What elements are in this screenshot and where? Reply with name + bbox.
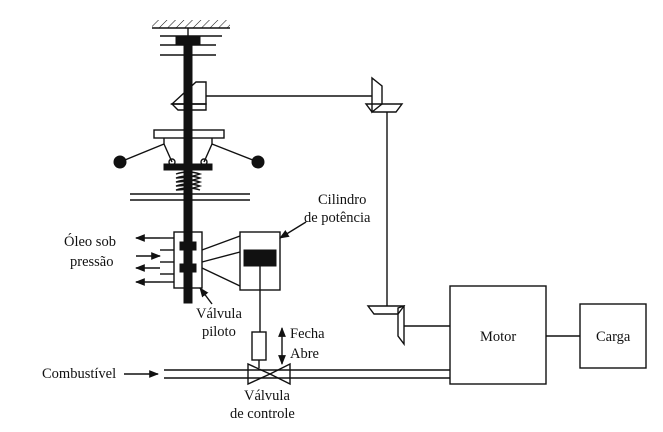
- label-cilindro-line1: Cilindro: [318, 192, 366, 208]
- label-oleo-line1: Óleo sob: [64, 233, 116, 250]
- label-valvula-piloto-line2: piloto: [202, 324, 236, 340]
- governor-spindle: [183, 44, 193, 304]
- label-carga: Carga: [596, 329, 631, 345]
- pilot-valve: [160, 231, 203, 289]
- label-abre: Abre: [290, 346, 319, 362]
- oil-flow-arrows: [135, 234, 161, 286]
- label-cilindro-line2: de potência: [304, 210, 371, 226]
- control-valve: [247, 362, 291, 386]
- label-valvula-controle-line1: Válvula: [244, 388, 290, 404]
- flyweight-right: [251, 155, 265, 169]
- label-valvula-piloto-line1: Válvula: [196, 306, 242, 322]
- motor-box: [449, 285, 547, 385]
- flyweight-left: [113, 155, 127, 169]
- governor-spring: [175, 171, 203, 191]
- label-motor: Motor: [480, 329, 516, 345]
- label-fecha: Fecha: [290, 326, 325, 342]
- fuel-pipe: [124, 369, 450, 379]
- valvula-piloto-leader: [199, 287, 213, 305]
- label-oleo-line2: pressão: [70, 254, 114, 270]
- lower-bevel-gear: [366, 305, 406, 347]
- carga-box: [579, 303, 647, 369]
- fixed-frame: [130, 193, 250, 201]
- pilot-to-cylinder-ducts: [201, 235, 241, 287]
- label-valvula-controle-line2: de controle: [230, 406, 295, 422]
- cilindro-leader: [279, 221, 307, 239]
- power-cylinder: [239, 231, 281, 368]
- flyweight-assembly: [113, 129, 265, 171]
- label-combustivel: Combustível: [42, 366, 116, 382]
- upper-bevel-gear-right: [364, 76, 404, 114]
- upper-bevel-gear-left: [170, 81, 207, 111]
